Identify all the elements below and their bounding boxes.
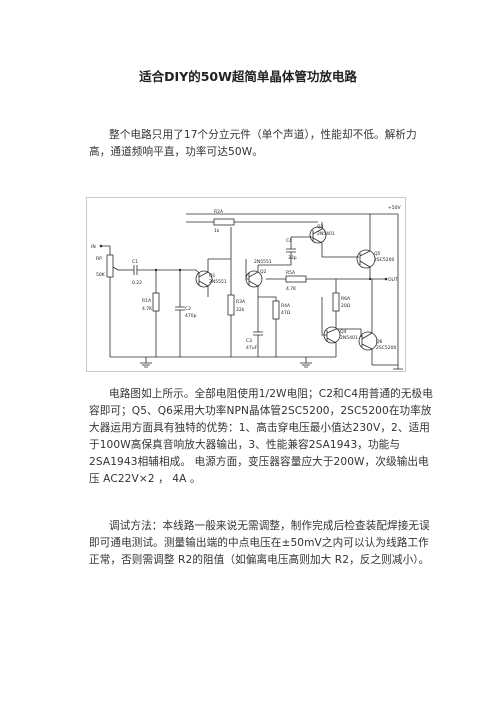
q5-label: Q5 <box>374 251 381 257</box>
r5-resistor <box>285 275 307 283</box>
ground-symbol-mid <box>275 337 312 368</box>
r2-label: R2A <box>214 209 224 215</box>
q5-value: 2SC5200 <box>374 257 394 263</box>
q1-label: Q1 <box>209 273 216 279</box>
r1-label: R1A <box>142 298 152 304</box>
ground-symbol-right <box>393 365 403 370</box>
intro-paragraph: 整个电路只用了17个分立元件（单个声道），性能却不低。解析力高，通道频响平直，功… <box>89 129 417 158</box>
r5-label: R5A <box>286 270 296 276</box>
q6-value: 2SC5200 <box>376 345 396 351</box>
r3-value: 22k <box>236 307 245 313</box>
output-label: OUT <box>388 277 398 283</box>
debug-paragraph: 调试方法：本线路一般来说无需调整，制作完成后检查装配焊接无误即可通电测试。测量输… <box>89 520 430 566</box>
q6-transistor <box>358 331 378 351</box>
c4-label: C4 <box>286 238 292 244</box>
q5-transistor <box>356 249 376 269</box>
r3-resistor <box>227 294 235 316</box>
q1-value: 2N5551 <box>209 279 227 285</box>
q4-value: 2N5401 <box>340 335 358 341</box>
vcc-label: +50V <box>388 205 401 211</box>
r4-value: 47Ω <box>281 310 291 316</box>
c1-value: 0.22 <box>132 280 142 286</box>
q2-label: Q2 <box>260 269 267 275</box>
r3-label: R3A <box>236 299 246 305</box>
c2-label: C2 <box>185 306 191 312</box>
c1-label: C1 <box>132 259 138 265</box>
description-paragraph: 电路图如上所示。全部电阻使用1/2W电阻；C2和C4用普通的无极电容即可；Q5、… <box>89 388 433 485</box>
r2-value: 1k <box>214 228 220 234</box>
circuit-schematic: +50V IN RP 50K C1 0.22 R1A 4.7K C2 470p … <box>86 197 406 372</box>
input-label: IN <box>91 244 96 250</box>
q6-label: Q6 <box>376 339 383 345</box>
q4-label: Q4 <box>340 329 347 335</box>
c4-value: 33p <box>288 255 297 261</box>
c2-value: 470p <box>185 313 197 319</box>
rp-potentiometer <box>106 254 114 278</box>
r2-resistor <box>213 218 235 226</box>
c3-value: 47uF <box>246 345 258 351</box>
q2-top-value: 2N5551 <box>254 259 272 265</box>
rp-label: RP <box>96 256 102 262</box>
c3-label: C3 <box>246 338 252 344</box>
document-title: 适合DIY的50W超简单晶体管功放电路 <box>139 69 357 84</box>
r4-label: R4A <box>281 303 291 309</box>
r4-resistor <box>272 300 280 320</box>
q1-transistor <box>195 270 213 288</box>
r6-value: 20Ω <box>341 303 351 309</box>
r1-resistor <box>152 292 160 312</box>
q3-label: Q3 <box>317 224 324 230</box>
r1-value: 4.7K <box>142 306 153 312</box>
ground-symbol-left <box>140 357 152 368</box>
r6-label: R6A <box>341 296 351 302</box>
r6-resistor <box>332 292 340 312</box>
q3-value: 2N5401 <box>317 231 335 237</box>
r5-value: 4.7K <box>286 286 297 292</box>
rp-value: 50K <box>96 272 106 278</box>
